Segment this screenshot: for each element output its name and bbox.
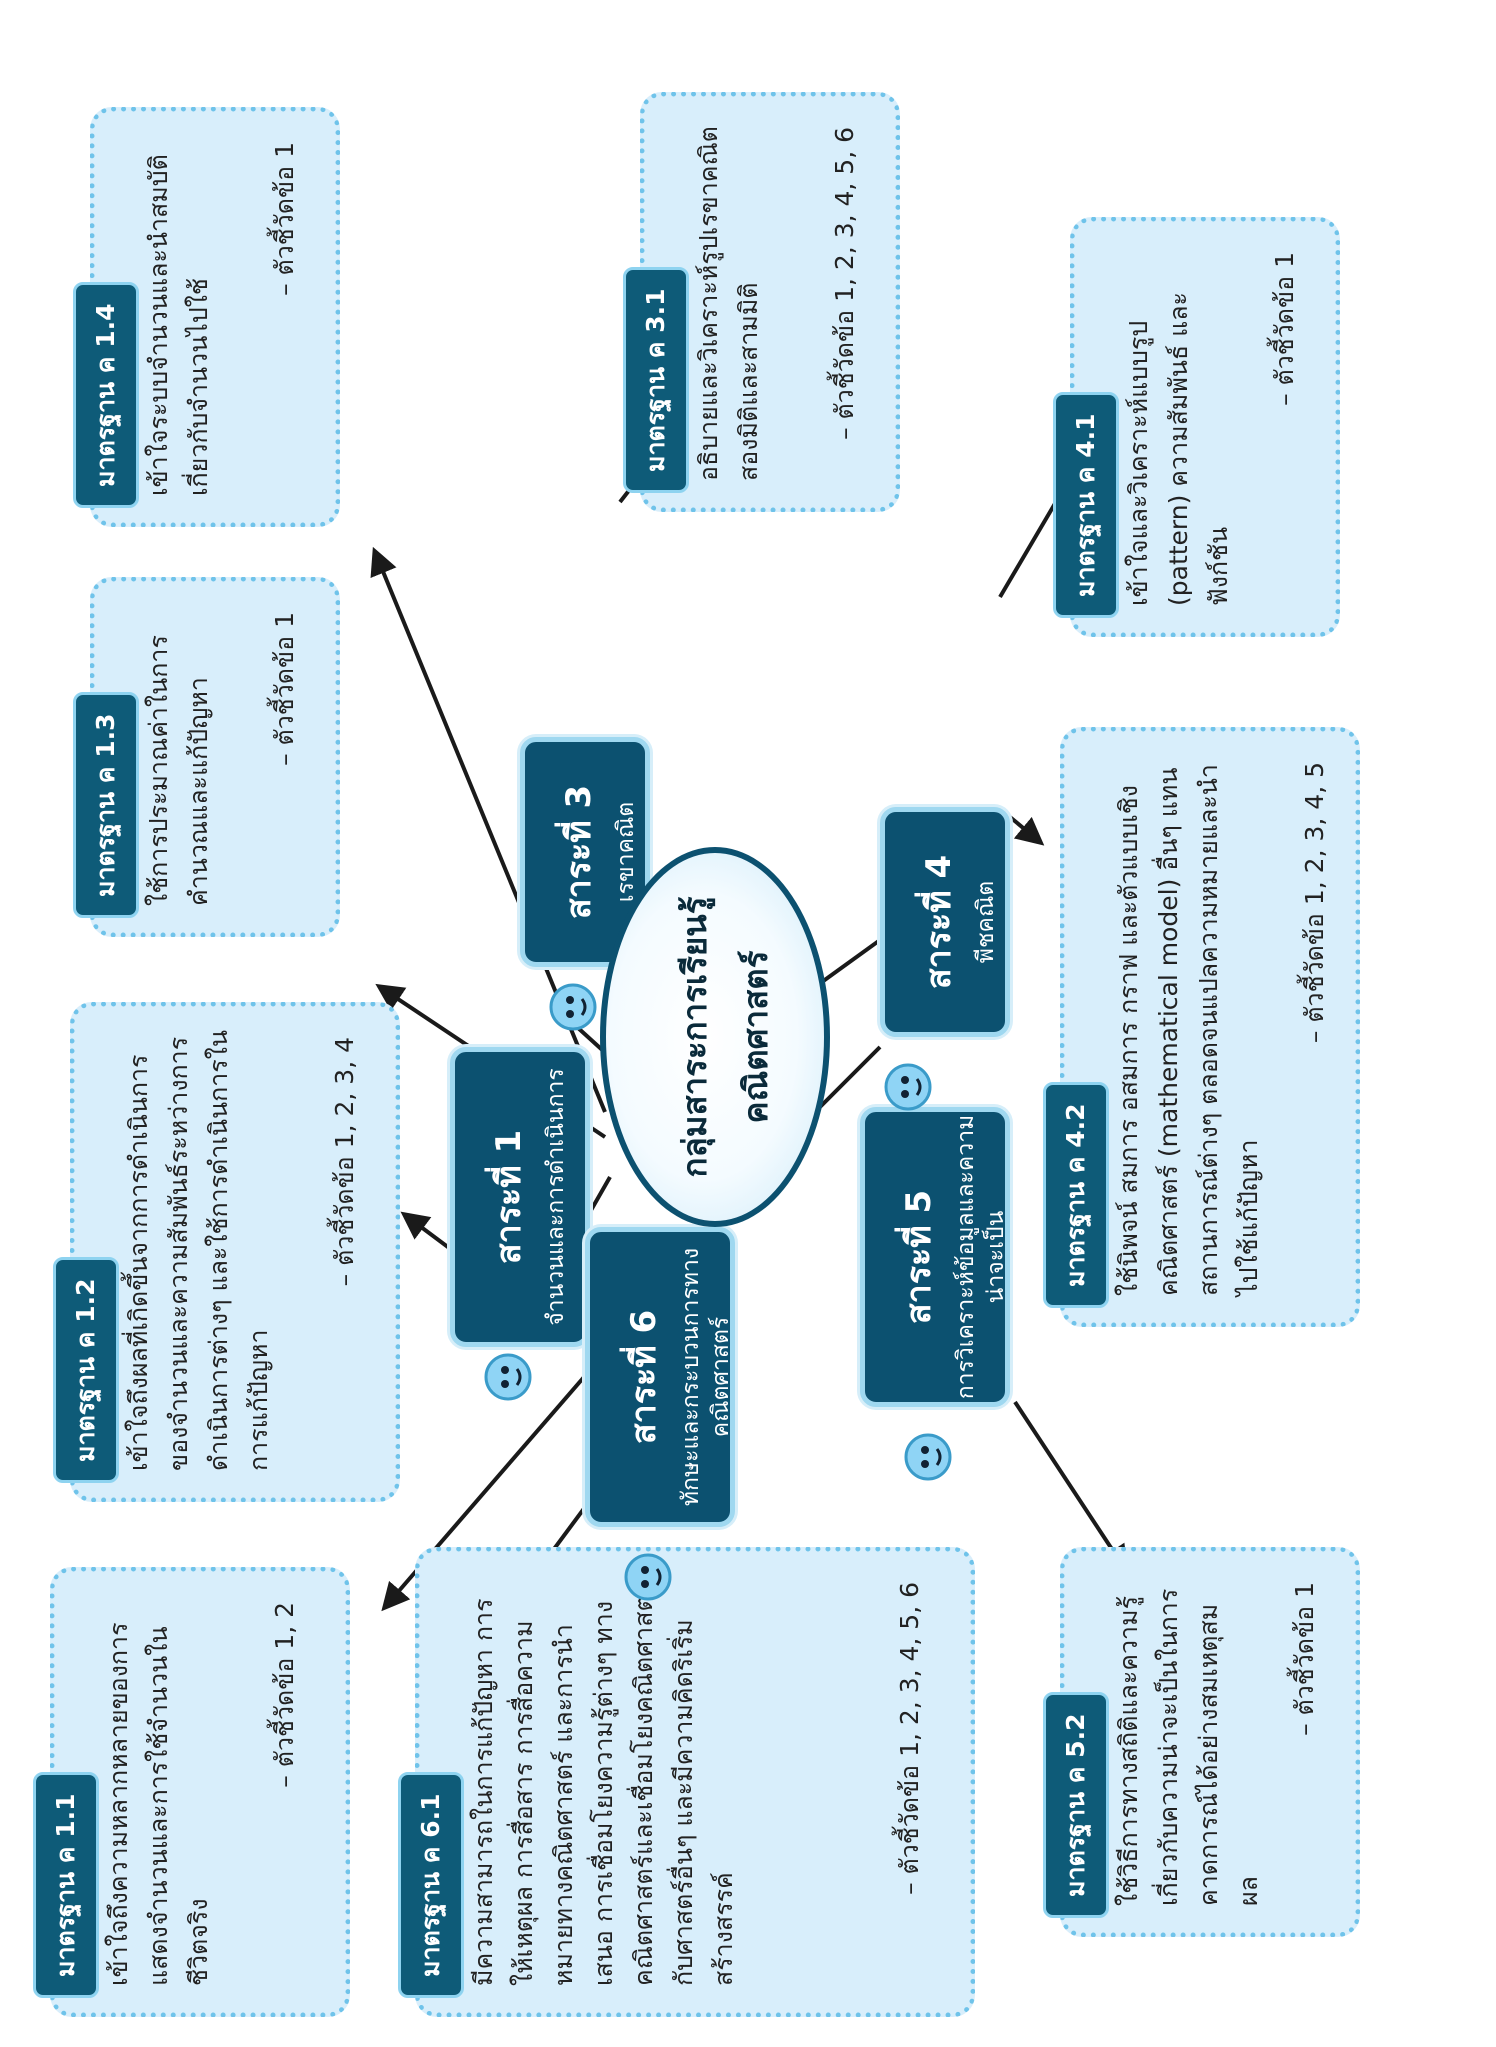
- standard-text: เข้าใจและวิเคราะห์แบบรูป (pattern) ความส…: [1124, 292, 1233, 606]
- standard-box-5-2: มาตรฐาน ค 5.2 ใช้วิธีการทางสถิติและความร…: [1043, 1547, 1360, 1937]
- standard-indicator: – ตัวชี้วัดข้อ 1, 2, 3, 4, 5, 6: [830, 127, 859, 440]
- arrow-s4-m42: [1008, 815, 1045, 846]
- strand-1-node: สาระที่ 1 จำนวนและการดำเนินการ: [450, 1047, 590, 1347]
- standard-indicator: – ตัวชี้วัดข้อ 1: [1290, 1582, 1319, 1736]
- strand-title: สาระที่ 3: [559, 784, 599, 920]
- arrow-s5-m52: [1013, 1400, 1129, 1574]
- strand-name: การวิเคราะห์ข้อมูลและความน่าจะเป็น: [953, 1114, 1009, 1400]
- strand-6-node: สาระที่ 6 ทักษะและกระบวนการทางคณิตศาสตร์: [585, 1227, 735, 1527]
- standard-indicator: – ตัวชี้วัดข้อ 1, 2, 3, 4, 5: [1300, 762, 1329, 1044]
- strand-title: สาระที่ 5: [899, 1189, 939, 1325]
- center-title-line1: กลุ่มสาระการเรียนรู้: [675, 896, 714, 1178]
- center-title-line2: คณิตศาสตร์: [736, 950, 775, 1124]
- strand-name: พีชคณิต: [973, 880, 999, 964]
- standard-box-1-2: มาตรฐาน ค 1.2 เข้าใจถึงผลที่เกิดขึ้นจากก…: [53, 1002, 400, 1502]
- standard-indicator: – ตัวชี้วัดข้อ 1: [270, 142, 299, 296]
- standard-box-1-4: มาตรฐาน ค 1.4 เข้าใจระบบจำนวนและนำสมบัติ…: [73, 107, 340, 527]
- strand-name: จำนวนและการดำเนินการ: [543, 1068, 569, 1326]
- standard-text: ใช้การประมาณค่าในการคำนวณและแก้ปัญหา: [144, 635, 213, 906]
- standard-text: ใช้วิธีการทางสถิติและความรู้เกี่ยวกับควา…: [1114, 1588, 1263, 1906]
- strand-title: สาระที่ 6: [624, 1309, 664, 1445]
- strand-title: สาระที่ 1: [489, 1129, 529, 1265]
- mascot-icon: [904, 1433, 952, 1481]
- standard-label: มาตรฐาน ค 1.3: [73, 692, 139, 918]
- standard-indicator: – ตัวชี้วัดข้อ 1: [270, 612, 299, 766]
- standard-box-3-1: มาตรฐาน ค 3.1 อธิบายและวิเคราะห์รูปเรขาค…: [623, 92, 900, 512]
- mascot-icon: [484, 1353, 532, 1401]
- standard-text: เข้าใจถึงความหลากหลายของการแสดงจำนวนและก…: [104, 1622, 213, 1986]
- standard-label: มาตรฐาน ค 3.1: [623, 267, 689, 493]
- standard-label: มาตรฐาน ค 6.1: [398, 1772, 464, 1998]
- strand-5-node: สาระที่ 5 การวิเคราะห์ข้อมูลและความน่าจะ…: [860, 1107, 1010, 1407]
- standard-box-1-1: มาตรฐาน ค 1.1 เข้าใจถึงความหลากหลายของกา…: [33, 1567, 350, 2017]
- standard-box-6-1: มาตรฐาน ค 6.1 มีความสามารถในการแก้ปัญหา …: [398, 1547, 975, 2017]
- standard-indicator: – ตัวชี้วัดข้อ 1, 2: [270, 1602, 299, 1788]
- standard-label: มาตรฐาน ค 1.4: [73, 282, 139, 508]
- standard-indicator: – ตัวชี้วัดข้อ 1, 2, 3, 4, 5, 6: [895, 1582, 924, 1895]
- standard-text: เข้าใจถึงผลที่เกิดขึ้นจากการดำเนินการของ…: [124, 1030, 273, 1471]
- standard-indicator: – ตัวชี้วัดข้อ 1, 2, 3, 4: [330, 1037, 359, 1287]
- strand-name: ทักษะและกระบวนการทางคณิตศาสตร์: [678, 1247, 734, 1507]
- mascot-icon: [624, 1553, 672, 1601]
- center-node: กลุ่มสาระการเรียนรู้ คณิตศาสตร์: [600, 847, 830, 1227]
- standard-label: มาตรฐาน ค 1.1: [33, 1772, 99, 1998]
- standard-box-4-1: มาตรฐาน ค 4.1 เข้าใจและวิเคราะห์แบบรูป (…: [1053, 217, 1340, 637]
- standard-label: มาตรฐาน ค 1.2: [53, 1257, 119, 1483]
- standard-label: มาตรฐาน ค 4.2: [1043, 1082, 1109, 1308]
- standard-text: ใช้นิพจน์ สมการ อสมการ กราฟ และตัวแบบเชิ…: [1114, 764, 1263, 1296]
- mascot-icon: [549, 983, 597, 1031]
- standard-label: มาตรฐาน ค 4.1: [1053, 392, 1119, 618]
- standard-text: เข้าใจระบบจำนวนและนำสมบัติเกี่ยวกับจำนวน…: [144, 154, 213, 496]
- mascot-icon: [884, 1063, 932, 1111]
- strand-title: สาระที่ 4: [919, 854, 959, 990]
- standard-text: อธิบายและวิเคราะห์รูปเรขาคณิตสองมิติและส…: [694, 126, 763, 481]
- standard-text: มีความสามารถในการแก้ปัญหา การให้เหตุผล ก…: [469, 1581, 738, 1986]
- standard-box-1-3: มาตรฐาน ค 1.3 ใช้การประมาณค่าในการคำนวณแ…: [73, 577, 340, 937]
- strand-4-node: สาระที่ 4 พีชคณิต: [880, 807, 1010, 1037]
- standard-box-4-2: มาตรฐาน ค 4.2 ใช้นิพจน์ สมการ อสมการ กรา…: [1043, 727, 1360, 1327]
- standard-indicator: – ตัวชี้วัดข้อ 1: [1270, 252, 1299, 406]
- standard-label: มาตรฐาน ค 5.2: [1043, 1692, 1109, 1918]
